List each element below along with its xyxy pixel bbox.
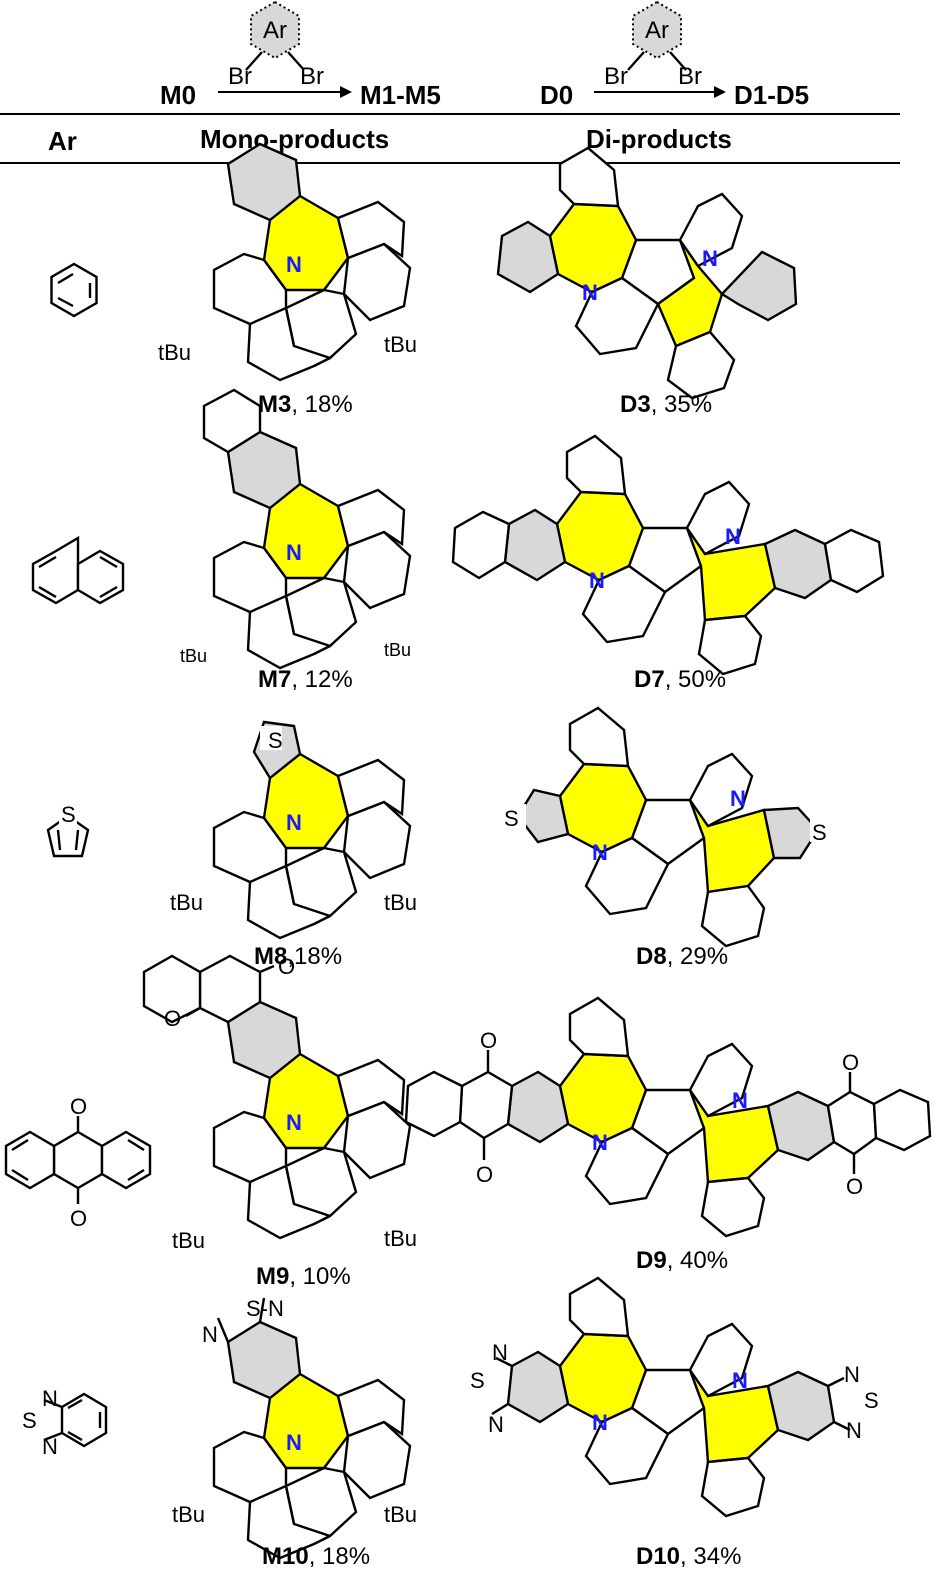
nitrogen-atom-l1: N <box>492 1340 508 1365</box>
mono-end-label: M1-M5 <box>360 80 441 110</box>
tbu-left: tBu <box>180 646 207 666</box>
nitrogen-atom: N <box>286 540 302 565</box>
nitrogen-atom-r2: N <box>846 1418 862 1443</box>
col-header-ar: Ar <box>48 126 77 156</box>
di-structure-d3: N N <box>496 146 798 400</box>
mono-structure-m10: S-N N N tBu tBu <box>172 1296 417 1560</box>
mono-caption-m9: M9, 10% <box>256 1263 351 1290</box>
di-structure-d7: N N <box>451 434 885 676</box>
mono-caption-m7: M7, 12% <box>258 666 353 693</box>
sulfur-atom-r: S <box>864 1388 879 1413</box>
nitrogen-atom: N <box>286 252 302 277</box>
nitrogen-atom-2: N <box>732 1088 748 1113</box>
nitrogen-atom: N <box>286 1430 302 1455</box>
ar-thiophene-structure: S <box>46 802 90 858</box>
mono-structure-m7: N tBu tBu <box>180 388 412 670</box>
nitrogen-atom-r1: N <box>844 1362 860 1387</box>
nitrogen-atom-l2: N <box>488 1412 504 1437</box>
br-right-label: Br <box>300 63 324 90</box>
nitrogen-atom-1: N <box>592 840 608 865</box>
tbu-left: tBu <box>170 890 203 915</box>
nitrogen-atom-1: N <box>592 1130 608 1155</box>
tbu-right: tBu <box>384 1502 417 1527</box>
nitrogen-atom-ring: N <box>202 1322 218 1347</box>
di-end-label: D1-D5 <box>734 80 809 110</box>
mono-structure-m9: O O N tBu tBu <box>142 954 417 1253</box>
col-header-mono: Mono-products <box>200 124 389 154</box>
di-caption-d8: D8, 29% <box>636 943 728 970</box>
nitrogen-atom-2: N <box>42 1434 58 1459</box>
tbu-right: tBu <box>384 640 411 660</box>
tbu-right: tBu <box>384 332 417 357</box>
ar-naphthalene-structure <box>31 535 125 605</box>
nitrogen-atom-1: N <box>589 568 605 593</box>
br-right-label-di: Br <box>678 63 702 90</box>
tbu-right: tBu <box>384 1226 417 1251</box>
row-thiophene: S S N tBu tBu M8,18% S S N N <box>46 706 834 970</box>
di-caption-d9: D9, 40% <box>636 1247 728 1274</box>
tbu-left: tBu <box>172 1502 205 1527</box>
oxygen-atom-4: O <box>846 1174 863 1199</box>
di-caption-d7: D7, 50% <box>634 666 726 693</box>
di-structure-d8: S S N N <box>502 706 834 948</box>
mono-structure-m3: N tBu tBu <box>158 142 417 382</box>
ring-label: Ar <box>263 17 287 44</box>
scheme-di: Ar Br Br D0 D1-D5 <box>540 0 809 110</box>
tbu-left: tBu <box>172 1228 205 1253</box>
nitrogen-atom-2: N <box>725 524 741 549</box>
mono-caption-m10: M10, 18% <box>262 1543 370 1570</box>
mono-start-label: M0 <box>160 80 196 110</box>
nitrogen-atom: N <box>286 810 302 835</box>
di-structure-d10: N S N N S N N N <box>470 1276 879 1518</box>
row-benzothiadiazole: N S N S-N N N tBu tBu M10, 18% N S N N S <box>22 1276 879 1570</box>
ar-anthraquinone-structure: O O <box>4 1094 152 1231</box>
di-caption-d10: D10, 34% <box>636 1543 741 1570</box>
nitrogen-atom-1: N <box>592 1410 608 1435</box>
mono-caption-m3: M3, 18% <box>258 391 353 418</box>
row-naphthalene: N tBu tBu M7, 12% N N D7, 50% <box>31 388 885 693</box>
oxygen-atom-1: O <box>70 1094 87 1119</box>
sulfur-atom: S <box>22 1408 37 1433</box>
nitrogen-atom-2: N <box>702 246 718 271</box>
nitrogen-atom-1: N <box>582 280 598 305</box>
tbu-right: tBu <box>384 890 417 915</box>
br-left-label-di: Br <box>604 63 628 90</box>
sn-label: S-N <box>246 1296 284 1321</box>
col-header-di: Di-products <box>586 124 732 154</box>
oxygen-atom-2: O <box>164 1006 181 1031</box>
ring-label-di: Ar <box>645 17 669 44</box>
sulfur-atom-1: S <box>504 806 519 831</box>
sulfur-atom-2: S <box>812 820 827 845</box>
di-start-label: D0 <box>540 80 573 110</box>
oxygen-atom-1: O <box>480 1028 497 1053</box>
di-caption-d3: D3, 35% <box>620 391 712 418</box>
mono-structure-m8: S N tBu tBu <box>170 720 417 940</box>
br-left-label: Br <box>228 63 252 90</box>
oxygen-atom-1: O <box>278 954 295 979</box>
scheme-mono: Ar Br Br M0 M1-M5 <box>160 0 441 110</box>
oxygen-atom-3: O <box>842 1050 859 1075</box>
nitrogen-atom-2: N <box>732 1368 748 1393</box>
sulfur-atom-l: S <box>470 1368 485 1393</box>
oxygen-atom-2: O <box>70 1206 87 1231</box>
tbu-left: tBu <box>158 340 191 365</box>
sulfur-atom: S <box>61 802 76 827</box>
mono-caption-m8: M8,18% <box>254 943 342 970</box>
nitrogen-atom: N <box>286 1110 302 1135</box>
sulfur-atom: S <box>268 728 283 753</box>
row-benzene: N tBu tBu M3, 18% N N D3, 35% <box>50 142 798 418</box>
ar-benzothiadiazole-structure: N S N <box>22 1386 108 1459</box>
ar-benzene-structure <box>50 262 98 318</box>
row-anthraquinone: O O O O N tBu tBu M9, 10% O O <box>4 954 932 1290</box>
oxygen-atom-2: O <box>476 1162 493 1187</box>
nitrogen-atom-1: N <box>42 1386 58 1411</box>
di-structure-d9: O O O O N N <box>404 996 932 1238</box>
nitrogen-atom-2: N <box>730 786 746 811</box>
